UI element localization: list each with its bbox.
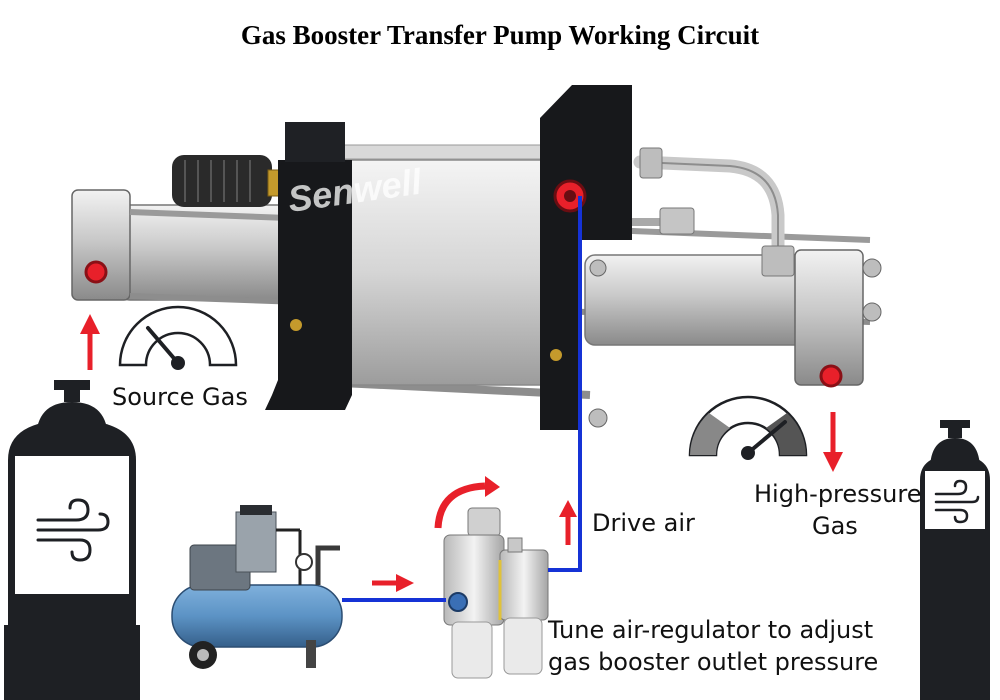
- left-end-cap: [71, 189, 131, 301]
- flow-arrows: [80, 314, 843, 592]
- source-gas-inlet-port: [84, 260, 108, 284]
- rotate-arrow-icon: [485, 476, 500, 497]
- wind-icon: [934, 479, 980, 524]
- compressor-gauge-icon: [295, 553, 313, 571]
- source-gas-label: Source Gas: [112, 383, 248, 411]
- muffler: [172, 155, 272, 207]
- top-valve-block: [285, 122, 345, 162]
- source-gas-gauge-icon: [118, 305, 238, 370]
- cylinder-label-panel: [13, 454, 131, 596]
- tune-regulator-label-line2: gas booster outlet pressure: [548, 648, 879, 676]
- compressor-tank: [171, 584, 343, 648]
- left-bracket: [265, 160, 352, 410]
- high-pressure-gas-label-line1: High-pressure: [754, 480, 922, 508]
- high-pressure-gas-label-line2: Gas: [812, 512, 858, 540]
- high-pressure-gas-cylinder: [920, 420, 990, 700]
- gas-booster-pump: Senwell: [71, 85, 882, 430]
- high-pressure-gauge-icon: [688, 395, 808, 460]
- air-line-regulator-to-booster: [548, 196, 582, 572]
- air-valve-column: [540, 85, 632, 430]
- regulator-gauge-icon: [448, 592, 468, 612]
- regulator-knob: [467, 507, 501, 537]
- air-regulator-frl: [434, 476, 549, 679]
- arrow-down-outlet-icon: [823, 452, 843, 472]
- arrow-right-air-icon: [396, 574, 414, 592]
- arrow-up-source-icon: [80, 314, 100, 334]
- wind-icon: [36, 498, 110, 562]
- arrow-up-drive-air-icon: [559, 500, 577, 517]
- tune-regulator-label-line1: Tune air-regulator to adjust: [548, 616, 874, 644]
- air-compressor: [171, 505, 343, 669]
- source-gas-cylinder: [4, 380, 140, 700]
- high-pressure-outlet-port: [819, 364, 843, 388]
- diagram-title: Gas Booster Transfer Pump Working Circui…: [240, 20, 760, 50]
- drive-air-label: Drive air: [592, 509, 695, 537]
